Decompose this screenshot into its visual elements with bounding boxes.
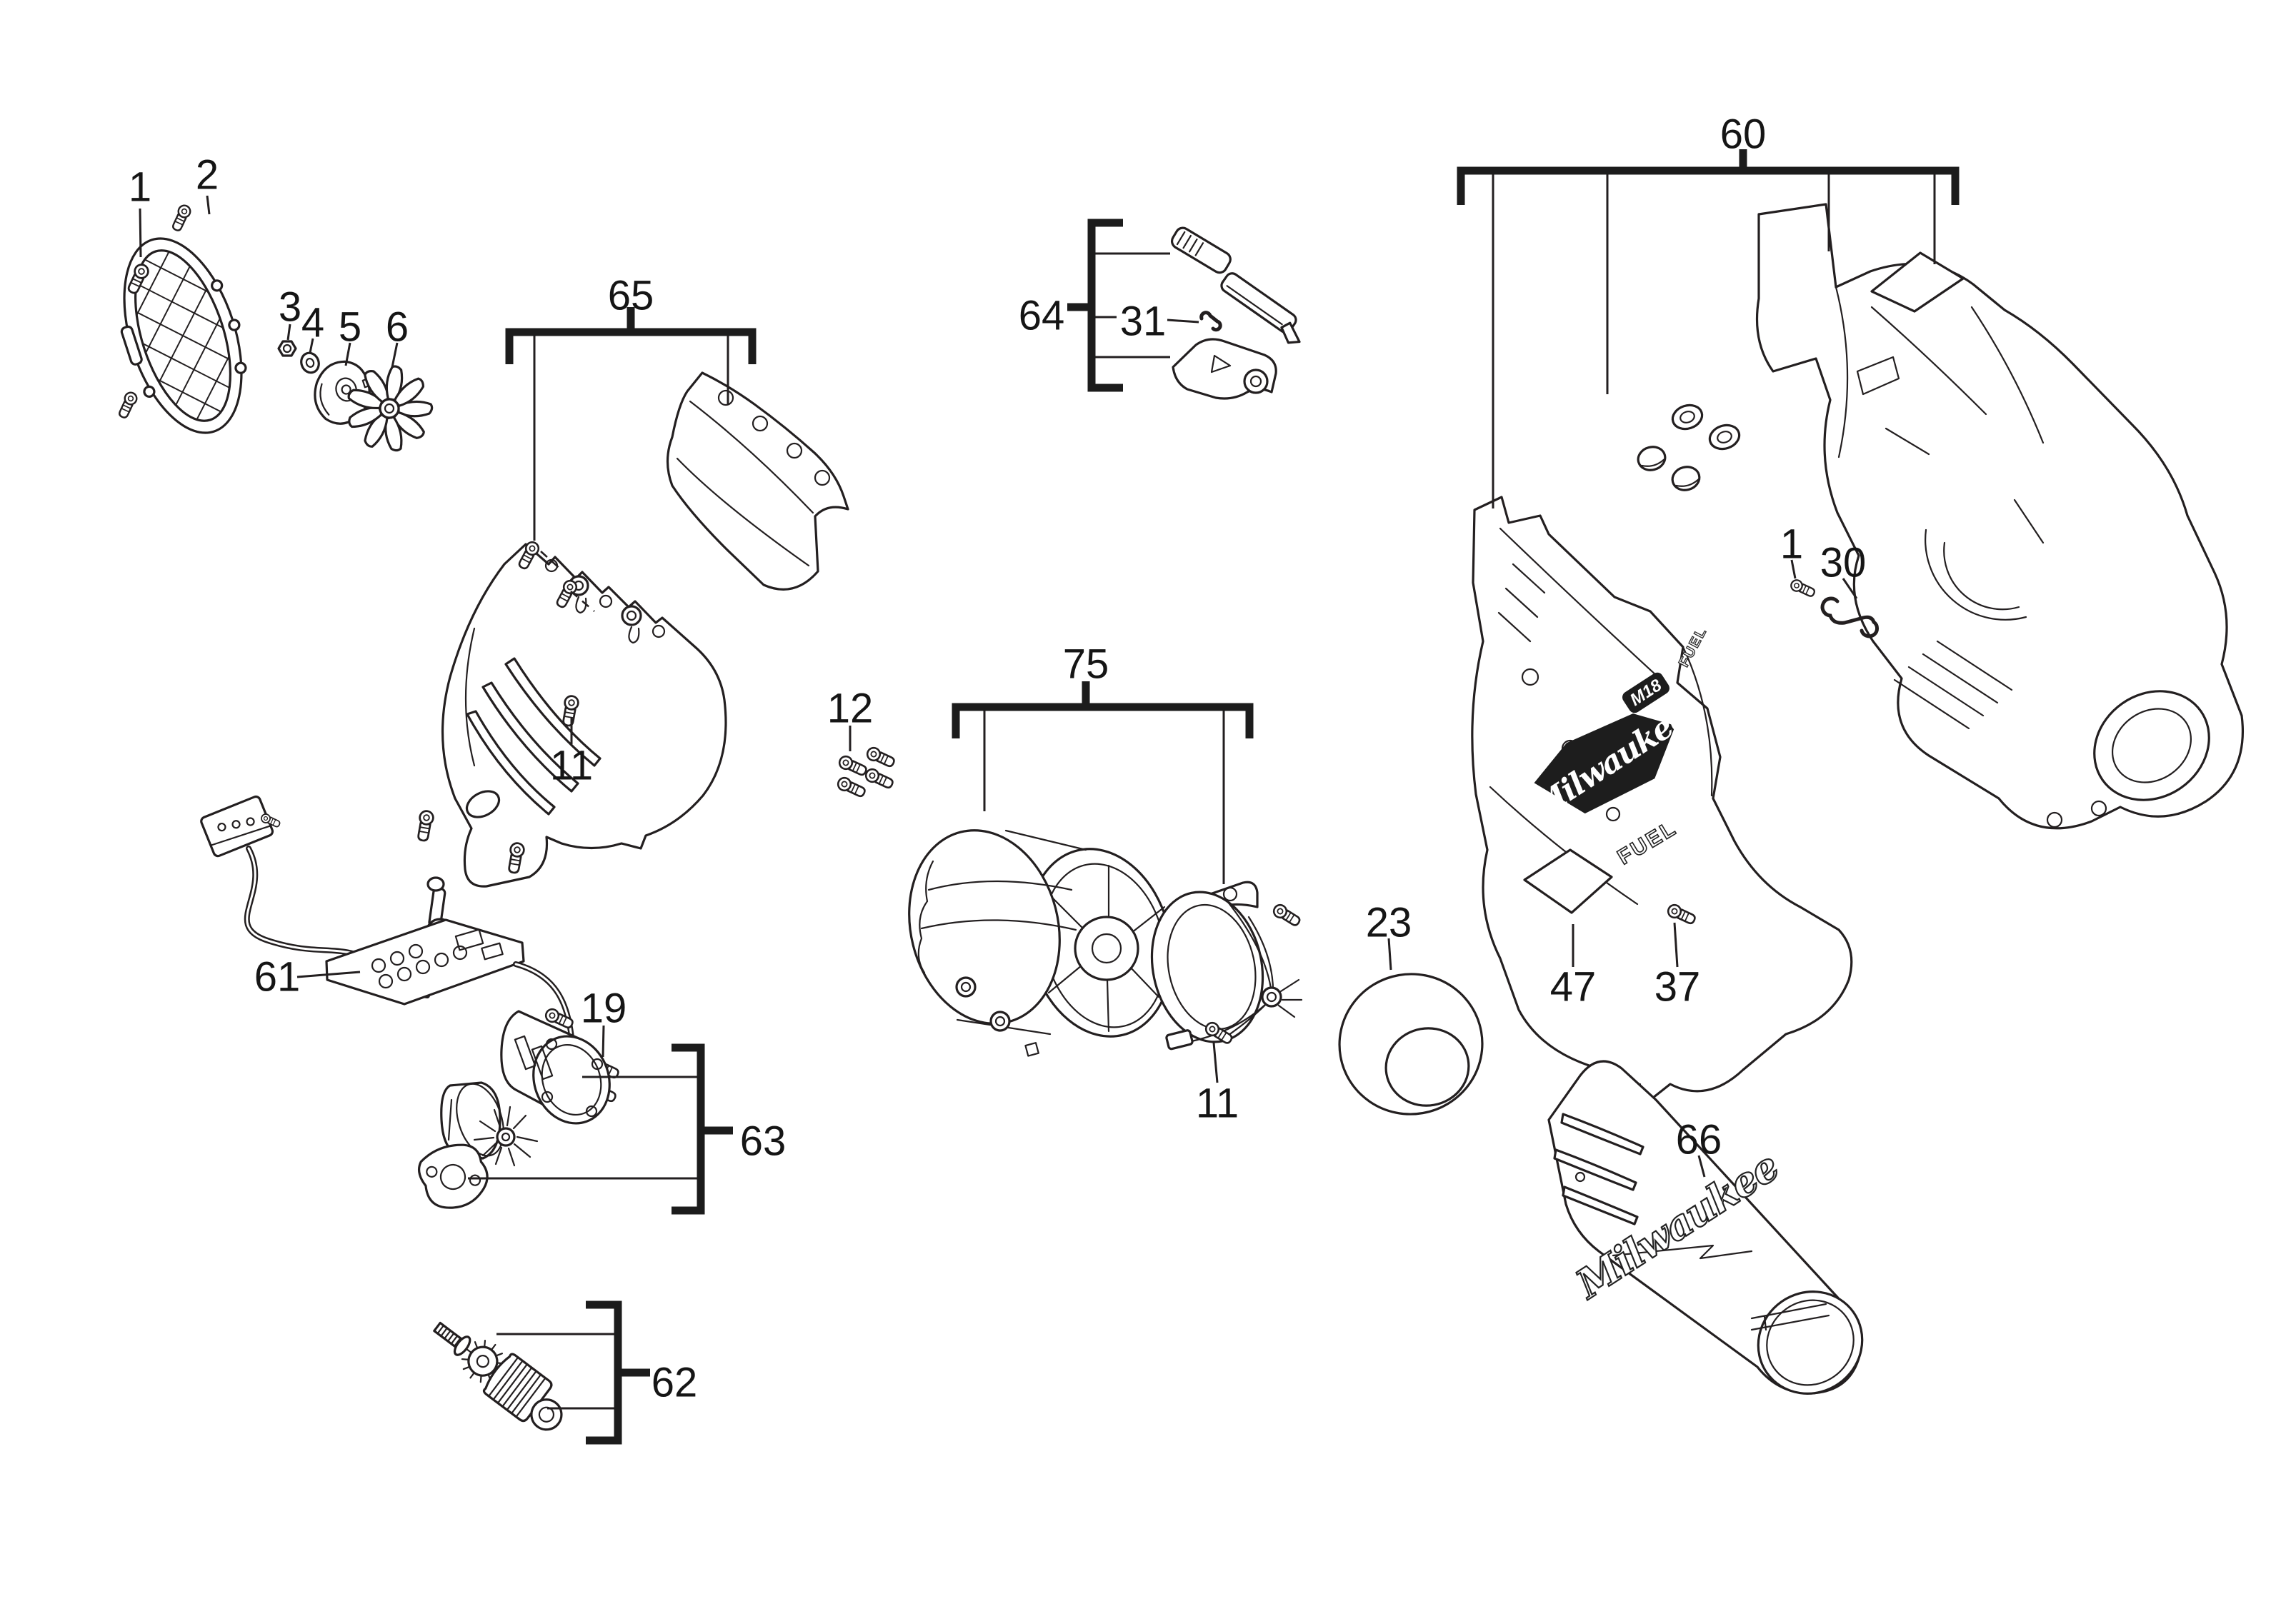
callout-c66: 66 [1676,1117,1722,1163]
callout-c62: 62 [652,1360,698,1406]
callout-c4: 4 [301,300,324,346]
part-gear-case [417,1143,489,1209]
callout-c30: 30 [1820,540,1867,586]
dash-line-1 [570,591,595,612]
callout-c60: 60 [1720,111,1767,158]
callout-c12: 12 [827,686,874,732]
callout-c11a: 11 [550,743,593,789]
grille-screw-top [169,202,194,234]
callout-c37: 37 [1654,964,1701,1011]
part-wire-clip-30 [1820,596,1880,638]
part-housing-right [1755,203,2245,830]
b62 [586,1300,622,1445]
part-harness-connector [200,795,274,858]
part-axial-fan [345,364,434,453]
callout-c2: 2 [196,152,219,199]
leader-line-8 [602,1025,605,1058]
callout-c1b: 1 [1780,521,1803,568]
leader-line-12 [1842,578,1858,599]
part-flange-nut [277,340,297,357]
leader-line-10 [1387,938,1392,971]
part-foam-ring [1338,973,1484,1116]
screw-12a [837,753,869,779]
part-grommet-set [1637,404,1741,491]
callout-c31: 31 [1120,299,1167,345]
callout-c47: 47 [1550,964,1597,1011]
leader-line-5 [391,342,399,368]
part-detent-clip [1199,311,1222,332]
part-blower-tube [1547,1060,1864,1395]
b63 [672,1043,705,1215]
leader-line-15 [1697,1155,1706,1178]
part-housing-left [1471,496,1853,1113]
screw-12c [835,775,868,801]
leader-line-2 [286,324,291,341]
screw-12d [863,766,896,792]
part-motor-cage [500,1010,611,1125]
screw-11b-top [1270,901,1303,929]
callout-c61: 61 [254,954,301,1001]
part-controller-pcb [325,918,525,1006]
grille-screw-bottom [116,389,140,421]
b75 [952,703,1254,738]
callout-c75: 75 [1063,641,1109,688]
dash-line-0 [540,551,564,572]
leader-line-0 [139,208,142,258]
part-stator-cone [1150,881,1303,1051]
b64 [1087,219,1123,392]
callout-c6: 6 [386,304,409,351]
callout-c23: 23 [1366,900,1412,946]
part-switch-slider [1170,226,1301,344]
part-volute-left [441,543,727,888]
part-rotor-fan [473,1106,539,1167]
callout-c5: 5 [339,304,361,351]
part-motor-can [440,1081,504,1160]
part-sticker-47 [1523,848,1613,914]
b60 [1457,166,1960,205]
part-washer [300,351,320,374]
leader-line-3 [309,338,314,354]
part-armature [433,1321,563,1431]
part-intake-grille [116,237,249,434]
parts-layer [116,202,2245,1431]
leader-line-1 [206,195,211,215]
volute-screw-c [414,808,436,843]
leader-line-14 [1673,922,1679,968]
callout-lines-layer [139,149,1960,1445]
leader-line-9 [1212,1042,1219,1083]
callout-c65: 65 [608,273,654,319]
part-trigger-housing [1172,338,1277,400]
part-volute-right [666,371,849,591]
callout-c63: 63 [740,1118,787,1165]
screw-1b [1788,577,1817,600]
callout-c19: 19 [581,986,627,1032]
callout-c1a: 1 [129,164,151,211]
screw-12b [864,745,897,771]
callout-c11b: 11 [1196,1081,1239,1127]
part-sticker-60 [1870,251,1965,313]
leader-line-11 [1790,559,1797,579]
leader-line-4 [344,342,351,366]
callout-c3: 3 [279,284,301,331]
part-fan-shroud [908,829,1173,1057]
leader-line-16 [296,971,361,978]
callout-c64: 64 [1019,293,1065,339]
b65 [505,328,757,364]
leader-line-19 [1167,319,1199,324]
